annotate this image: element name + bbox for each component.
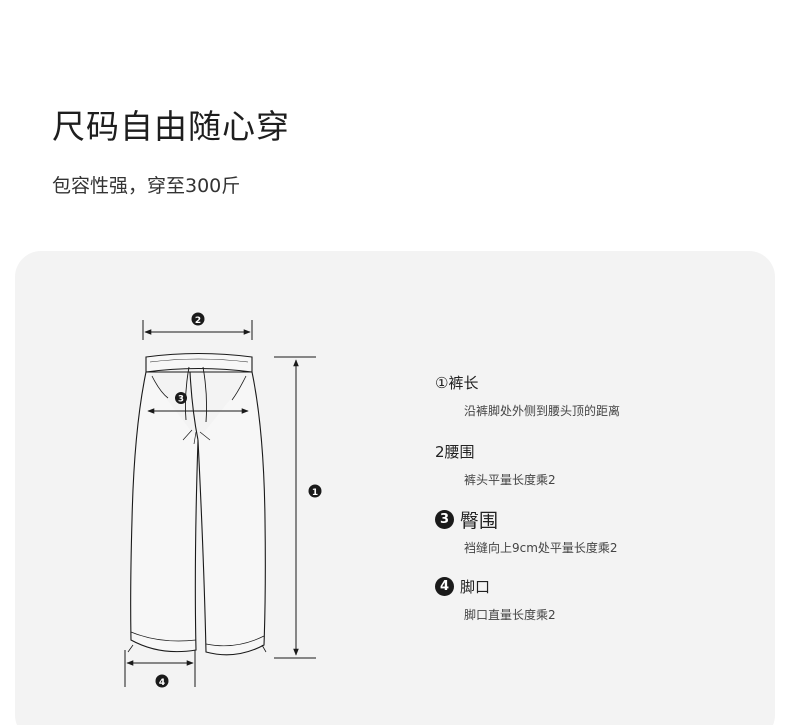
page-title: 尺码自由随心穿: [52, 107, 290, 146]
page-subtitle: 包容性强，穿至300斤: [52, 175, 241, 197]
legend-marker: ①: [435, 373, 449, 392]
legend-label: 腰围: [444, 443, 475, 461]
legend-item-length: ① 裤长 沿裤脚处外侧到腰头顶的距离: [435, 372, 620, 419]
legend-label: 臀围: [460, 510, 499, 532]
length-measure-line: 1: [274, 356, 322, 659]
hem-marker: 4: [159, 678, 165, 688]
length-marker: 1: [312, 488, 318, 498]
legend-description: 沿裤脚处外侧到腰头顶的距离: [464, 404, 621, 418]
hip-marker: 3: [178, 395, 184, 405]
legend-marker: 4: [435, 577, 454, 596]
legend-marker: 2: [435, 442, 445, 461]
waist-marker: 2: [195, 316, 201, 326]
legend-item-hem: 4 脚口 脚口直量长度乘2: [435, 576, 556, 623]
legend-description: 裆缝向上9cm处平量长度乘2: [464, 541, 618, 555]
hip-measure-line: 3: [147, 392, 249, 414]
legend-marker: 3: [435, 510, 454, 529]
legend-description: 脚口直量长度乘2: [464, 608, 556, 622]
hem-measure-line: 4: [124, 650, 196, 688]
legend-label: 裤长: [448, 374, 479, 392]
pants-outline: [127, 352, 267, 656]
legend-label: 脚口: [460, 578, 491, 596]
waist-measure-line: 2: [142, 312, 253, 340]
legend-description: 裤头平量长度乘2: [464, 473, 556, 487]
legend-item-hip: 3 臀围 裆缝向上9cm处平量长度乘2: [435, 506, 618, 556]
legend-item-waist: 2 腰围 裤头平量长度乘2: [435, 441, 556, 488]
